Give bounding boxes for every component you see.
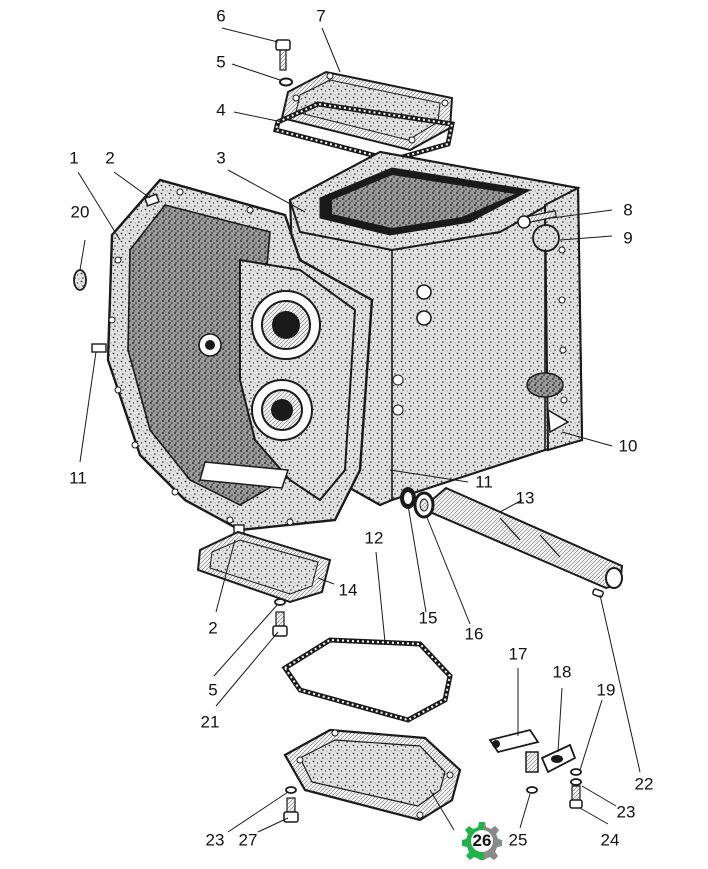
washer-part-19 bbox=[570, 768, 582, 776]
bolt-part-21 bbox=[272, 611, 288, 637]
callout-19: 19 bbox=[596, 680, 616, 700]
shaft-part-13 bbox=[428, 486, 624, 590]
gearbox-housing bbox=[288, 150, 584, 507]
callout-5: 5 bbox=[216, 52, 226, 72]
callout-11-right: 11 bbox=[475, 472, 493, 492]
gear-badge-icon bbox=[462, 822, 502, 860]
washer-part-5-low bbox=[274, 598, 286, 606]
leader-lines bbox=[77, 27, 641, 833]
bell-housing bbox=[106, 178, 374, 532]
bolt-part-6 bbox=[275, 39, 291, 71]
callout-3: 3 bbox=[216, 148, 226, 168]
washer-part-23-right bbox=[570, 778, 582, 786]
callout-17: 17 bbox=[508, 644, 528, 664]
callout-9: 9 bbox=[623, 228, 633, 248]
callout-13: 13 bbox=[515, 488, 535, 508]
callout-8: 8 bbox=[623, 200, 633, 220]
callout-25: 25 bbox=[508, 830, 528, 850]
bolt-part-27 bbox=[283, 797, 299, 823]
lever-part-17 bbox=[488, 728, 540, 773]
callout-18: 18 bbox=[552, 662, 572, 682]
callout-22: 22 bbox=[634, 774, 654, 794]
callout-2-bottom: 2 bbox=[208, 618, 218, 638]
callout-20: 20 bbox=[70, 202, 90, 222]
callout-27: 27 bbox=[238, 830, 258, 850]
callout-1: 1 bbox=[69, 148, 79, 168]
seal-part-15 bbox=[400, 487, 416, 509]
top-gasket-part bbox=[272, 101, 455, 163]
oil-pan-part bbox=[283, 728, 462, 822]
callout-12: 12 bbox=[364, 528, 384, 548]
callout-11-left: 11 bbox=[69, 468, 87, 488]
stud-part-8 bbox=[517, 210, 557, 229]
washer-part-25 bbox=[526, 786, 538, 794]
callout-2: 2 bbox=[105, 148, 115, 168]
bottom-gasket-part bbox=[281, 637, 453, 723]
plug-part-20 bbox=[73, 269, 87, 291]
callout-5-bottom: 5 bbox=[208, 680, 218, 700]
callout-26: 26 bbox=[472, 831, 492, 850]
bolt-part-24 bbox=[569, 785, 583, 809]
seal-part-16 bbox=[413, 491, 435, 519]
callout-10: 10 bbox=[618, 436, 638, 456]
plate-part-18 bbox=[540, 743, 577, 774]
callout-4: 4 bbox=[216, 100, 226, 120]
pointer-part-10 bbox=[547, 408, 570, 434]
callout-16: 16 bbox=[464, 624, 484, 644]
washer-part-23-pan bbox=[285, 786, 297, 794]
callout-14: 14 bbox=[338, 580, 358, 600]
washer-part-5 bbox=[279, 77, 293, 87]
dowel-pin-11-left bbox=[91, 343, 107, 353]
callout-7: 7 bbox=[316, 6, 326, 26]
callout-21: 21 bbox=[200, 712, 220, 732]
callout-24: 24 bbox=[600, 830, 620, 850]
callout-23-right: 23 bbox=[616, 802, 636, 822]
callout-23-left: 23 bbox=[205, 830, 225, 850]
cover-plate-14 bbox=[196, 530, 332, 604]
key-part-22 bbox=[592, 588, 604, 598]
callout-15: 15 bbox=[418, 608, 438, 628]
callout-6: 6 bbox=[216, 6, 226, 26]
